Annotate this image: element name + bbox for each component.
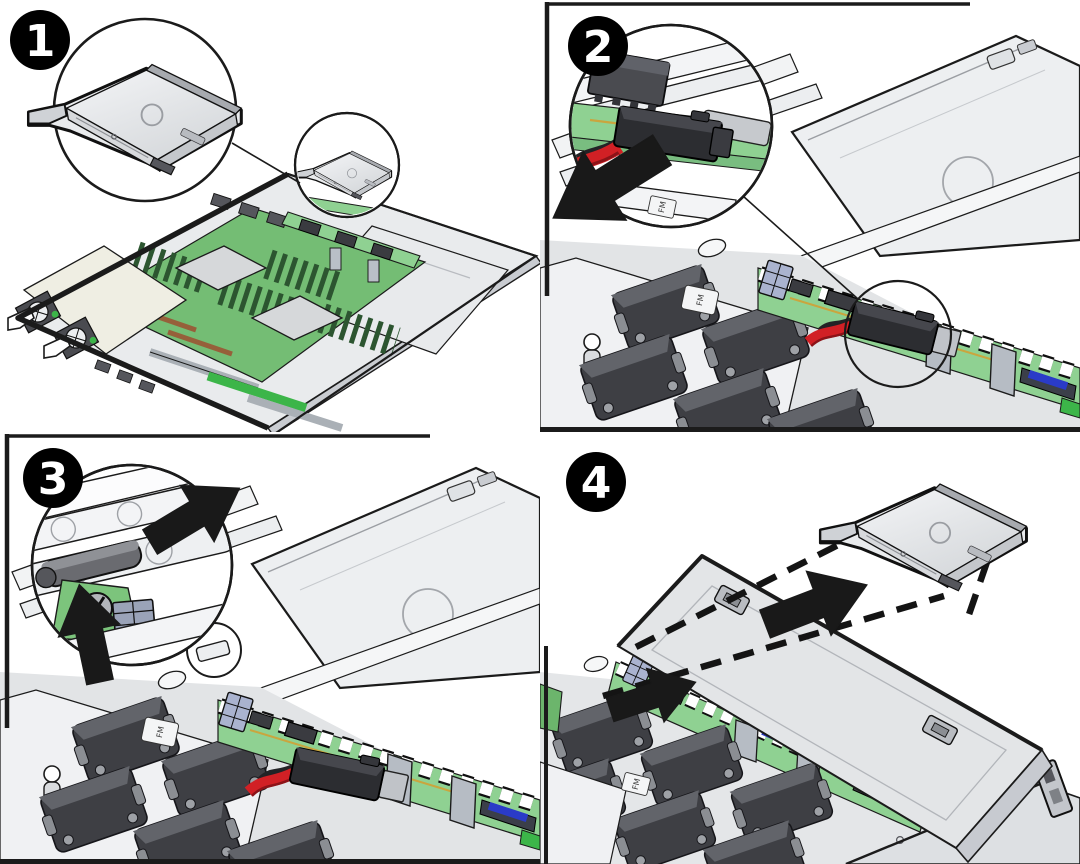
dvd-drive-removed xyxy=(818,482,1028,593)
pcie-riser-slots xyxy=(148,348,344,432)
server-top-cover xyxy=(616,554,1053,864)
panel-step-1: 1 xyxy=(0,0,540,432)
dvd-drive-callout xyxy=(26,17,243,203)
front-io xyxy=(94,359,156,394)
step-3-illustration: 3 xyxy=(0,432,540,864)
disconnect-cable-callout: FM xyxy=(540,23,774,253)
cover-latch xyxy=(922,714,958,746)
step-badge-2: 2 xyxy=(568,16,628,76)
panel-step-2: FM 2 xyxy=(540,0,1080,432)
release-latch-lever xyxy=(35,540,143,589)
step-4-illustration: FM xyxy=(540,452,1080,864)
chassis-outline xyxy=(15,171,290,431)
step-number: 3 xyxy=(38,454,69,505)
callout-leader-line xyxy=(742,195,859,300)
removal-path-dashed-lines xyxy=(602,532,991,700)
step-badge-3: 3 xyxy=(23,448,83,508)
step-1-illustration: 1 xyxy=(7,10,540,432)
fan-module-label: FM xyxy=(631,777,643,790)
step-2-illustration: FM 2 xyxy=(540,0,1080,432)
cpu-heatsink-cover xyxy=(174,245,268,291)
dvd-bay-callout-circle xyxy=(293,111,401,219)
panel-step-3: 3 xyxy=(0,432,540,864)
drive-backplane xyxy=(281,211,421,283)
fan-modules: FM xyxy=(540,690,839,864)
step-badge-4: 4 xyxy=(566,452,626,512)
connector-location-circle xyxy=(843,279,953,389)
panel-step-4: FM xyxy=(540,432,1080,864)
step-number: 1 xyxy=(25,16,56,67)
callout-leader-line xyxy=(231,142,301,184)
cpu-heatsink-cover xyxy=(250,295,344,341)
step-badge-1: 1 xyxy=(10,10,70,70)
step-number: 2 xyxy=(583,22,614,73)
server-chassis-open xyxy=(7,171,540,432)
step-number: 4 xyxy=(581,458,612,509)
fan-module-label: FM xyxy=(657,200,668,213)
